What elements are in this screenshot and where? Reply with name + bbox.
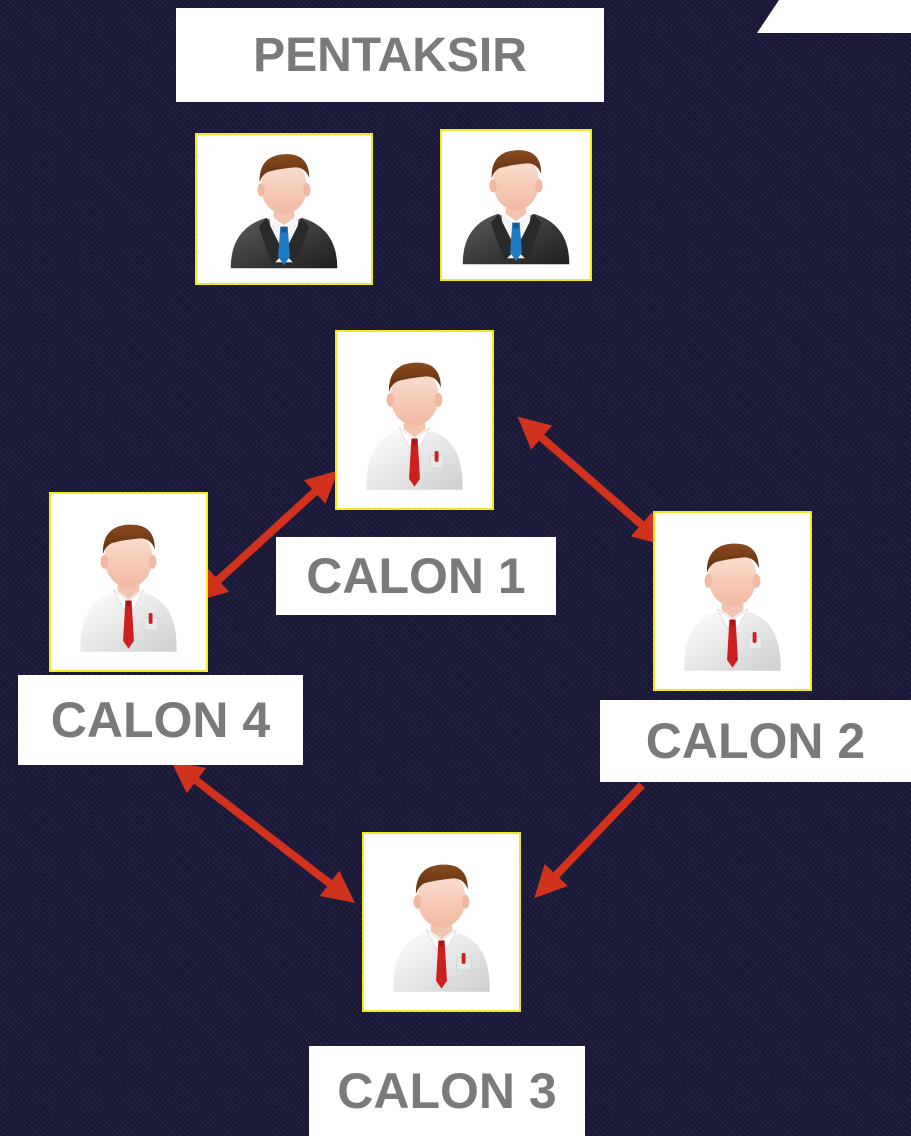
candidate-avatar-icon — [655, 513, 810, 689]
candidate-avatar-icon — [51, 494, 206, 670]
candidate-avatar-icon — [337, 332, 492, 508]
arrow-calon1-calon2 — [517, 416, 666, 546]
assessor-avatar-icon — [197, 135, 371, 283]
assessor-avatar-1 — [195, 133, 373, 285]
candidate-avatar-icon — [364, 834, 519, 1010]
candidate-label-1: CALON 1 — [276, 537, 556, 615]
candidate-avatar-3 — [362, 832, 521, 1012]
arrow-calon2-calon3 — [534, 782, 645, 899]
candidate-avatar-2 — [653, 511, 812, 691]
candidate-label-2: CALON 2 — [600, 700, 911, 782]
assessor-avatar-2 — [440, 129, 592, 281]
arrow-calon4-calon3 — [171, 761, 355, 903]
assessor-heading: PENTAKSIR — [176, 8, 604, 102]
candidate-label-4: CALON 4 — [18, 675, 303, 765]
candidate-avatar-4 — [49, 492, 208, 672]
assessor-avatar-icon — [442, 131, 590, 279]
candidate-label-3: CALON 3 — [309, 1046, 585, 1136]
corner-decoration — [757, 0, 911, 33]
candidate-avatar-1 — [335, 330, 494, 510]
